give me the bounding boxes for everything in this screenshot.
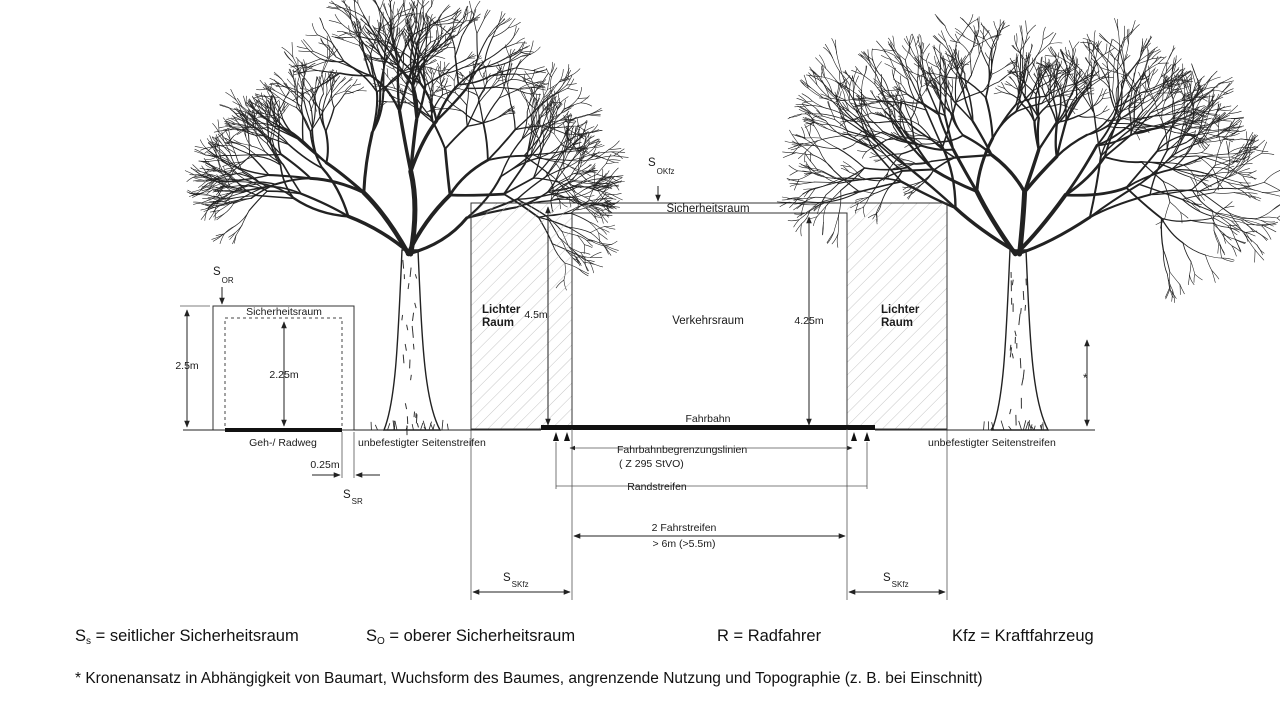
clear-space-right-hatch [847,203,947,429]
boundary-marker-left-1 [553,432,559,441]
boundary-marker-left-2 [564,432,570,441]
clear-space-right-label-2: Raum [881,317,913,329]
bike-side-label: SSR [343,489,363,506]
legend-r: R = Radfahrer [717,627,822,645]
legend-kfz: Kfz = Kraftfahrzeug [952,627,1094,645]
bike-height-inner-label: 2.25m [269,369,298,381]
side-clearance-right-label: SSKfz [883,572,909,589]
diagram-labels: SOKfz Sicherheitsraum Lichter Raum Licht… [175,157,1088,589]
road-safety-space-label: Sicherheitsraum [666,203,749,215]
bike-path-profile [180,287,380,478]
clear-space-left-hatch [471,203,572,429]
footnote: * Kronenansatz in Abhängigkeit von Bauma… [75,670,983,687]
clear-space-left-label-1: Lichter [482,304,521,316]
traffic-space-frame [571,212,848,429]
carriageway-label: Fahrbahn [686,413,731,425]
bike-safety-space-label: Sicherheitsraum [246,306,322,318]
shoulder-right-label: unbefestigter Seitenstreifen [928,437,1056,449]
height-inner-label: 4.25m [794,315,823,327]
height-outer-label: 4.5m [524,309,548,321]
tree-left [184,0,629,436]
road-clearance-profile [470,186,948,600]
bike-path-surface [225,428,342,432]
bike-height-outer-label: 2.5m [175,360,199,372]
side-clearance-left-label: SSKfz [503,572,529,589]
bike-gap-label: 0.25m [310,459,339,471]
legend-so: SO = oberer Sicherheitsraum [366,627,575,647]
traffic-space-label: Verkehrsraum [672,315,744,327]
boundary-marker-right-1 [851,432,857,441]
tree-right [776,14,1280,431]
bike-path-label: Geh-/ Radweg [249,437,317,449]
edge-strip-label: Randstreifen [627,481,687,493]
lanes-label-1: 2 Fahrstreifen [652,522,717,534]
shoulder-left-label: unbefestigter Seitenstreifen [358,437,486,449]
legend: Ss = seitlicher Sicherheitsraum SO = obe… [75,627,1094,687]
boundary-lines-label-1: Fahrbahnbegrenzungslinien [617,444,747,456]
clear-space-left-label-2: Raum [482,317,514,329]
top-clearance-label: SOKfz [648,157,674,176]
lanes-label-2: > 6m (>5.5m) [652,538,715,550]
boundary-lines-label-2: ( Z 295 StVO) [619,458,684,470]
clear-space-right-label-1: Lichter [881,304,920,316]
carriageway-surface [541,425,875,430]
legend-ss: Ss = seitlicher Sicherheitsraum [75,627,299,647]
crown-marker-label: * [1083,373,1088,385]
boundary-marker-right-2 [864,432,870,441]
bike-top-label: SOR [213,266,234,285]
